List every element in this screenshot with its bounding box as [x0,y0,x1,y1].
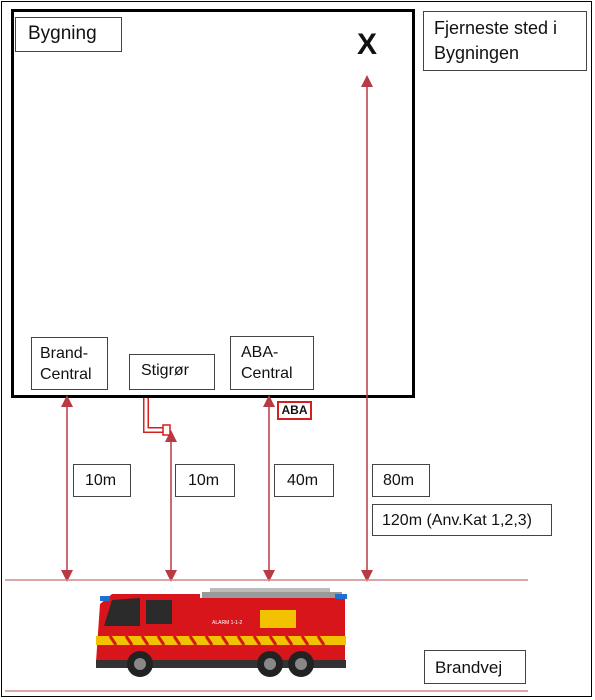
stigror-label-text: Stigrør [141,362,189,379]
truck-sign-text: ALARM 1-1-2 [212,620,243,626]
stigror-label: Stigrør [129,354,215,390]
road-label: Brandvej [424,650,526,684]
distance-stigror: 10m [175,464,235,497]
building-label: Bygning [15,17,122,52]
farthest-point-label-text: Fjerneste sted i Bygningen [434,18,558,63]
farthest-point-label: Fjerneste sted i Bygningen [423,11,587,71]
distance-brand-central: 10m [73,464,131,497]
distance-farthest-category-text: 120m (Anv.Kat 1,2,3) [382,512,532,529]
aba-tag-text: ABA [281,403,308,417]
distance-aba-central: 40m [274,464,334,497]
distance-aba-central-text: 40m [287,472,319,489]
building-outline [11,9,415,398]
aba-central-label-text: ABA-Central [241,344,293,382]
distance-farthest-text: 80m [383,472,415,489]
distance-stigror-text: 10m [188,472,220,489]
brand-central-label: Brand-Central [31,337,108,390]
aba-tag: ABA [277,401,312,420]
riser-pipe-icon [143,398,171,436]
distance-brand-central-text: 10m [85,472,117,489]
aba-central-label: ABA-Central [230,336,314,390]
building-label-text: Bygning [28,23,97,44]
distance-farthest-category: 120m (Anv.Kat 1,2,3) [372,504,552,536]
road-label-text: Brandvej [435,658,503,677]
distance-farthest: 80m [372,464,430,497]
brand-central-label-text: Brand-Central [40,345,92,383]
farthest-point-mark: X [357,28,378,61]
fire-truck-icon [96,588,347,677]
